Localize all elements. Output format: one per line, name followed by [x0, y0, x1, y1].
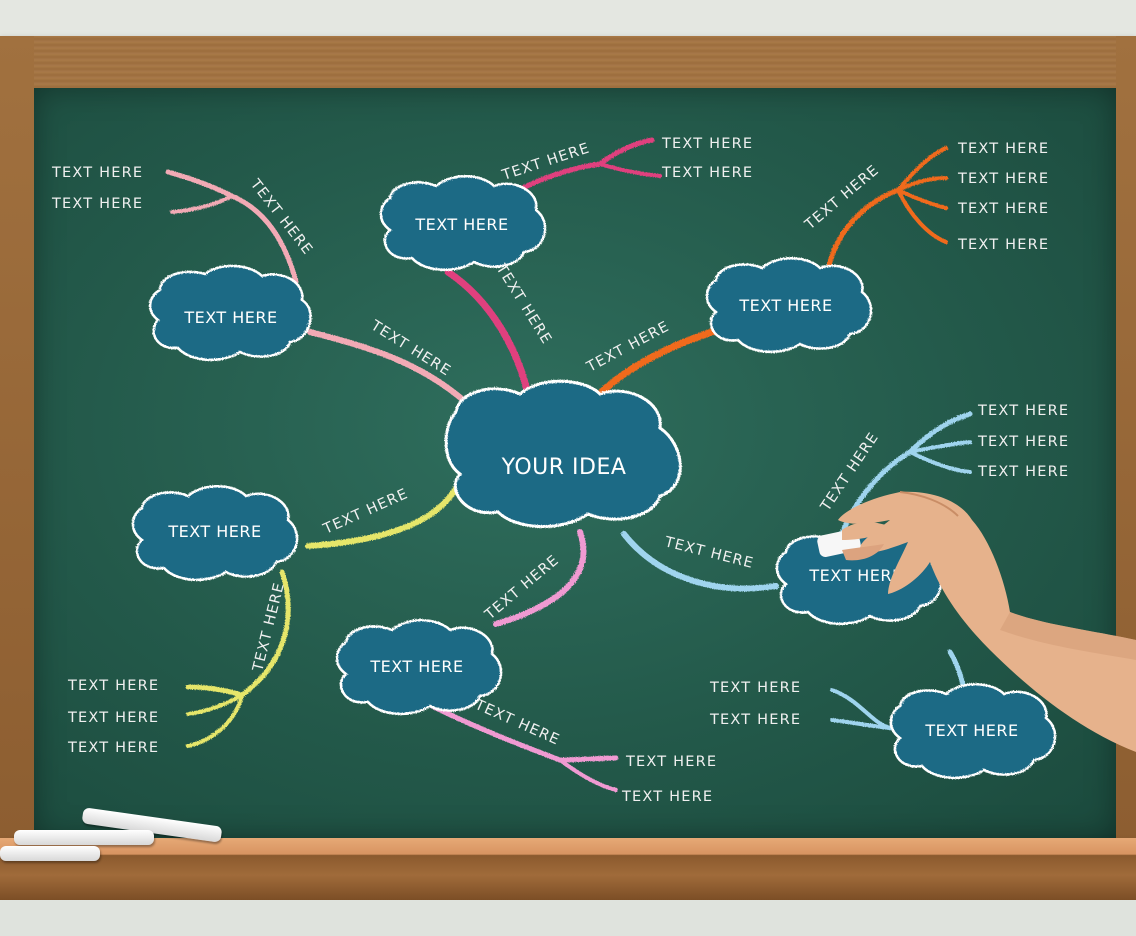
cloud-node[interactable] — [335, 619, 503, 716]
wall-bottom — [0, 900, 1136, 936]
cloud-node[interactable] — [131, 485, 299, 582]
cloud-label: TEXT HERE — [924, 721, 1018, 740]
leaf-label: TEXT HERE — [51, 165, 143, 181]
center-cloud[interactable] — [444, 379, 682, 529]
branch-line — [588, 326, 722, 406]
branch-line — [908, 450, 972, 474]
branch-line — [947, 649, 967, 693]
leaf-label: TEXT HERE — [709, 712, 801, 728]
wall-top — [0, 0, 1136, 36]
leaf-label: TEXT HERE — [67, 678, 159, 694]
branch-line — [444, 268, 534, 408]
leaf-label: TEXT HERE — [977, 403, 1069, 419]
branch-label: TEXT HERE — [367, 317, 454, 379]
cloud-node[interactable] — [705, 257, 873, 354]
cloud-node[interactable] — [889, 683, 1057, 780]
cloud-node[interactable] — [379, 175, 547, 272]
leaf-label: TEXT HERE — [67, 710, 159, 726]
chalk-stick[interactable] — [14, 830, 154, 845]
frame-top-rail — [34, 36, 1116, 88]
branch-line — [598, 162, 662, 178]
cloud-label: TEXT HERE — [738, 296, 832, 315]
branch-line — [186, 693, 244, 716]
leaf-label: TEXT HERE — [661, 165, 753, 181]
cloud-label: TEXT HERE — [414, 215, 508, 234]
branch-line — [825, 187, 901, 273]
branch-label: TEXT HERE — [662, 534, 755, 572]
leaf-label: TEXT HERE — [621, 789, 713, 805]
leaf-label: TEXT HERE — [625, 754, 717, 770]
leaf-label: TEXT HERE — [977, 434, 1069, 450]
chalk-stick[interactable] — [0, 846, 100, 861]
branch-line — [621, 531, 779, 592]
leaf-label: TEXT HERE — [661, 136, 753, 152]
branch-line — [830, 718, 892, 730]
branch-line — [186, 693, 244, 748]
branch-label: TEXT HERE — [250, 581, 288, 674]
leaf-label: TEXT HERE — [957, 141, 1049, 157]
leaf-label: TEXT HERE — [957, 237, 1049, 253]
hand-illustration — [817, 491, 1136, 752]
branch-line — [908, 440, 972, 454]
leaf-label: TEXT HERE — [957, 201, 1049, 217]
cloud-label: TEXT HERE — [369, 657, 463, 676]
leaf-label: TEXT HERE — [709, 680, 801, 696]
branch-line — [307, 329, 473, 409]
cloud-node[interactable] — [149, 264, 312, 362]
leaf-label: TEXT HERE — [957, 171, 1049, 187]
branch-line — [558, 758, 618, 792]
branch-line — [896, 146, 948, 192]
leaf-label: TEXT HERE — [51, 196, 143, 212]
branch-line — [493, 529, 587, 627]
leaf-label: TEXT HERE — [977, 464, 1069, 480]
branch-line — [896, 188, 948, 210]
cloud-label: TEXT HERE — [167, 522, 261, 541]
branch-line — [896, 176, 948, 192]
cloud-label: TEXT HERE — [808, 566, 902, 585]
branch-label: TEXT HERE — [802, 162, 883, 234]
branch-line — [185, 569, 291, 698]
branch-line — [170, 194, 234, 214]
center-idea-label: YOUR IDEA — [501, 455, 627, 480]
branch-line — [429, 703, 619, 763]
leaf-label: TEXT HERE — [67, 740, 159, 756]
cloud-label: TEXT HERE — [183, 308, 277, 327]
chalk-ledge — [0, 838, 1136, 900]
branch-line — [896, 188, 948, 244]
